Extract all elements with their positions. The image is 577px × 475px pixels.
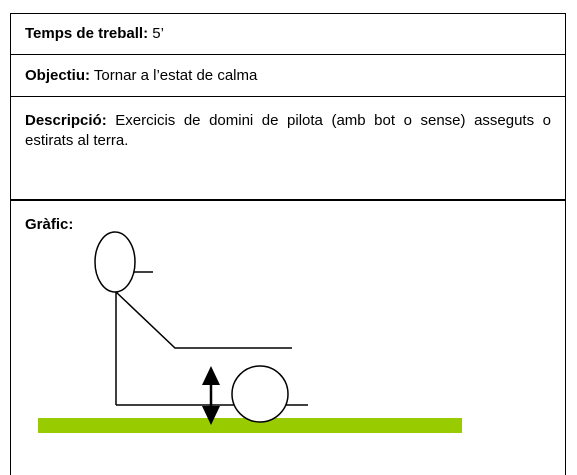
description-label: Descripció: (25, 112, 107, 129)
graphic-row: Gràfic: (10, 200, 566, 475)
work-time-value: 5’ (152, 25, 164, 42)
work-time-label: Temps de treball: (25, 25, 149, 42)
objective-value: Tornar a l’estat de calma (93, 67, 258, 84)
ball (231, 365, 289, 423)
graphic-label: Gràfic: (25, 216, 74, 233)
figure-leg (115, 291, 292, 349)
ground-bar (38, 418, 462, 433)
bounce-arrow (202, 366, 220, 425)
objective-label: Objectiu: (25, 67, 91, 84)
figure-head (94, 231, 136, 293)
description-value: Exercicis de domini de pilota (amb bot o… (25, 112, 551, 149)
description-row: Descripció: Exercicis de domini de pilot… (10, 96, 566, 200)
